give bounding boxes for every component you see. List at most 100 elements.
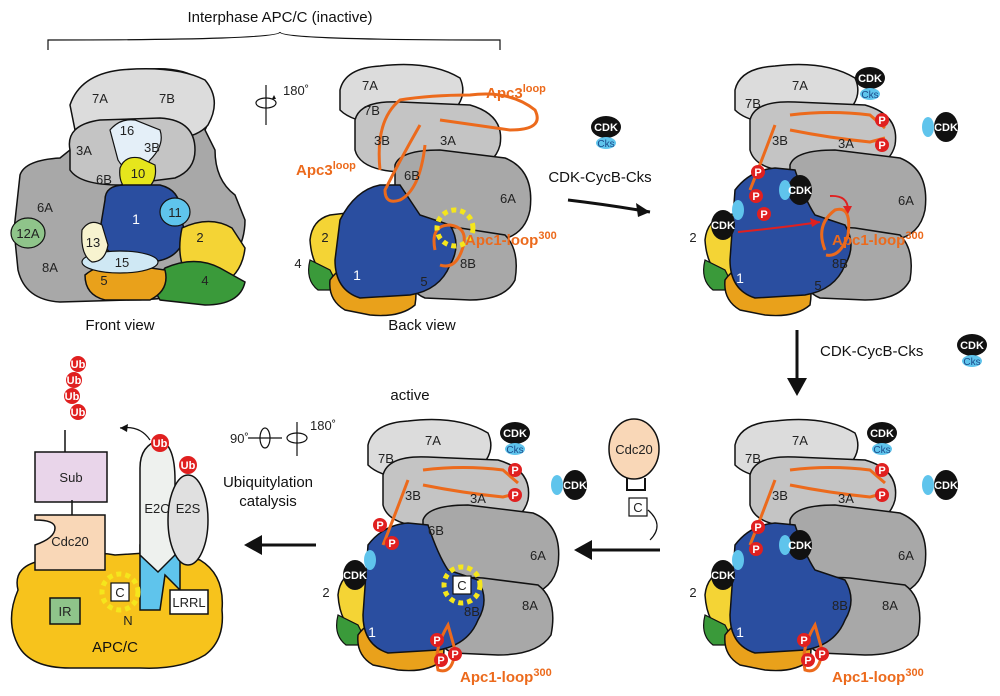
panel5-phospho-2: [508, 488, 522, 502]
panel3-cks-mid: [779, 180, 791, 200]
panel5-apc3-loop-b: [422, 483, 519, 499]
step3-arrowhead: [574, 540, 592, 560]
panel3-cdk-mid-label: CDK: [788, 185, 812, 197]
panel3-label-7B: 7B: [745, 96, 761, 111]
panel5-cdk-top-label: CDK: [503, 428, 527, 440]
rotate-90-icon: [248, 427, 282, 449]
ub-chain-2: [64, 388, 80, 404]
panel5-cdc20-site: [441, 564, 483, 606]
c-bound-label: C: [115, 585, 124, 600]
active-label: active: [390, 387, 429, 404]
panel5-label-3A: 3A: [470, 491, 486, 506]
step2-label: CDK-CycB-Cks: [820, 343, 923, 360]
back-label-7A: 7A: [362, 78, 378, 93]
sub-label: Sub: [59, 470, 82, 485]
front-label-13: 13: [86, 235, 100, 250]
panel4-p-label-7: P: [818, 649, 825, 661]
panel3-cdk-mid: [788, 175, 812, 205]
panel3-p-label-4: P: [752, 191, 759, 203]
panel3-red-arrowhead-a: [810, 218, 820, 227]
panel3-phospho-2: [875, 138, 889, 152]
panel4-label-3B: 3B: [772, 488, 788, 503]
e2s-label: E2S: [176, 501, 201, 516]
panel4-apc3-loop-b: [789, 483, 886, 499]
front-label-11: 11: [168, 205, 182, 220]
cdc20-c-box: [628, 497, 648, 517]
apc3-loop-a-name: Apc3: [486, 85, 523, 102]
panel5-label-7A: 7A: [425, 433, 441, 448]
panel4-p-label-4: P: [752, 544, 759, 556]
panel3-label-8B: 8B: [832, 256, 848, 271]
apc1-loop-back-sup: 300: [538, 230, 556, 242]
step2-cks-icon-label: Cks: [963, 357, 980, 368]
apc3-loop-back-a: [377, 92, 539, 171]
panel3-cdk-top-label: CDK: [858, 73, 882, 85]
front-label-16: 16: [120, 123, 134, 138]
panel5-cks-right: [551, 475, 563, 495]
panel3-apc1-sup: 300: [905, 230, 923, 242]
panel4-label-8A: 8A: [882, 598, 898, 613]
panel4-phospho-6: [801, 653, 815, 667]
back-label-1: 1: [353, 267, 361, 283]
apcc-catalysis-schematic: [10, 430, 224, 669]
panel5-label-7B: 7B: [378, 451, 394, 466]
panel4-p-label-2: P: [878, 490, 885, 502]
panel4-cks-left: [732, 550, 744, 570]
n-label: N: [123, 613, 132, 628]
panel3-p-label-1: P: [878, 115, 885, 127]
panel3-p-label-5: P: [760, 209, 767, 221]
panel5-cks-top-label: Cks: [506, 445, 523, 456]
panel3-cks-top-label: Cks: [861, 90, 878, 101]
ub-chain-4: [70, 356, 86, 372]
panel4-cdk-top-label: CDK: [870, 428, 894, 440]
panel3-red-arrowhead-b: [843, 206, 852, 214]
panel4-label-7B: 7B: [745, 451, 761, 466]
panel4-p-label-5: P: [800, 635, 807, 647]
front-label-4: 4: [201, 273, 208, 288]
panel5-p-label-5: P: [433, 635, 440, 647]
panel3-apc1-loop-label: Apc1-loop300: [832, 230, 924, 249]
panel3-structure: [703, 63, 927, 317]
panel3-phospho-4: [749, 189, 763, 203]
rotate-180-icon-2: [286, 422, 308, 456]
panel5-cks-left: [364, 550, 376, 570]
front-label-3B: 3B: [144, 140, 160, 155]
panel4-cks-right: [922, 475, 934, 495]
panel5-phospho-7: [448, 647, 462, 661]
panel3-apc3-loop-a: [789, 111, 886, 130]
panel5-phospho-1: [508, 463, 522, 477]
back-label-3A: 3A: [440, 133, 456, 148]
panel4-p-label-6: P: [804, 655, 811, 667]
panel5-p-label-1: P: [511, 465, 518, 477]
cdc20-curve: [647, 509, 658, 541]
panel4-label-8B: 8B: [832, 598, 848, 613]
ub-e2s-label: Ub: [181, 460, 196, 472]
front-label-3A: 3A: [76, 143, 92, 158]
panel3-apc3-loop-c: [748, 124, 777, 191]
apc1-loop-back: [432, 223, 466, 268]
panel3-label-3B: 3B: [772, 133, 788, 148]
panel5-cdk-left: [343, 560, 367, 590]
cdc20-bound-label: Cdc20: [51, 534, 89, 549]
cdc20-c-label: C: [633, 500, 642, 515]
ubiq-label-line1: Ubiquitylation: [223, 474, 313, 491]
panel4-phospho-1: [875, 463, 889, 477]
panel3-phospho-1: [875, 113, 889, 127]
panel3-apc1-name: Apc1-loop: [832, 232, 905, 249]
ub-transfer-arrowhead: [120, 424, 128, 432]
panel4-label-7A: 7A: [792, 433, 808, 448]
back-label-8B: 8B: [460, 256, 476, 271]
panel5-cdk-left-label: CDK: [343, 570, 367, 582]
panel3-apc1-loop: [820, 207, 851, 257]
panel4-p-label-3: P: [754, 522, 761, 534]
ub-label-3: Ub: [67, 375, 82, 387]
back-label-6B: 6B: [404, 168, 420, 183]
cdc20-tail: [626, 478, 646, 491]
panel5-apc3-loop-a: [422, 466, 519, 485]
ub-label-4: Ub: [71, 359, 86, 371]
diagram-title: Interphase APC/C (inactive): [187, 9, 372, 26]
panel5-label-8A: 8A: [522, 598, 538, 613]
rotate-180-label-2: 180˚: [310, 418, 336, 433]
panel5-cdk-right: [563, 470, 587, 500]
